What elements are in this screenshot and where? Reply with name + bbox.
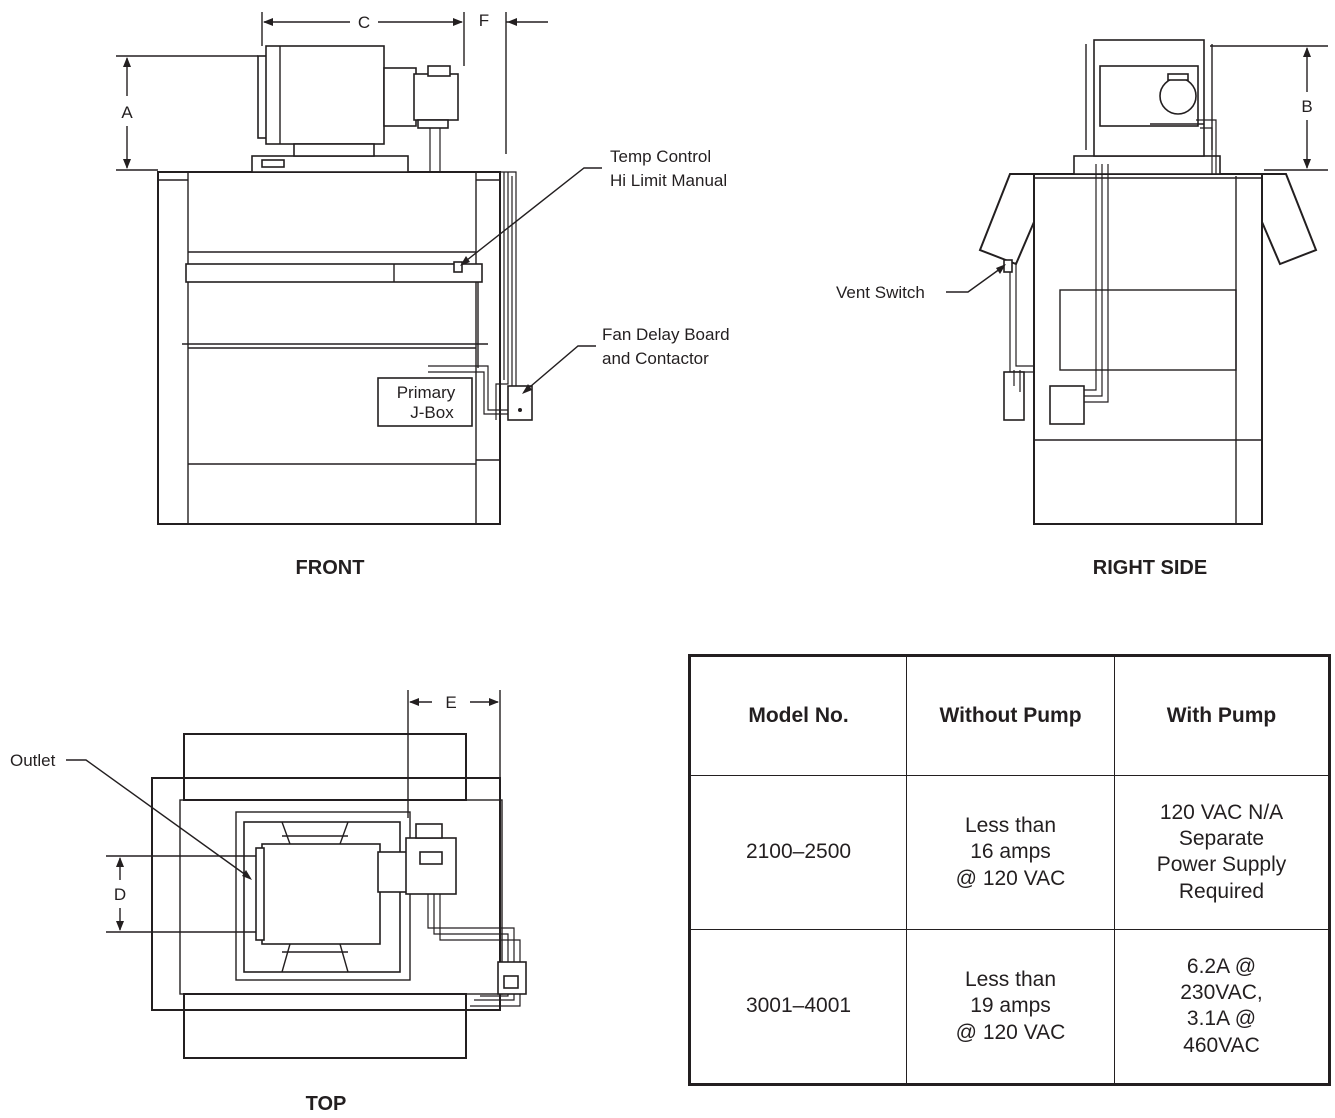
- temp-control-label-2: Hi Limit Manual: [610, 171, 727, 190]
- cell-with-pump: 6.2A @ 230VAC, 3.1A @ 460VAC: [1114, 928, 1330, 1086]
- side-dimensions: B Vent Switch: [836, 45, 1328, 302]
- fan-delay-label-2: and Contactor: [602, 349, 709, 368]
- dimension-b-label: B: [1301, 97, 1312, 116]
- dimension-f-label: F: [479, 11, 489, 30]
- dimension-a-label: A: [121, 103, 133, 122]
- front-blower: [265, 45, 385, 145]
- cell-with-pump: 120 VAC N/A Separate Power Supply Requir…: [1114, 775, 1330, 930]
- cell-model: 2100–2500: [689, 775, 907, 930]
- vent-switch-label: Vent Switch: [836, 283, 925, 302]
- dimension-c-label: C: [358, 13, 370, 32]
- top-view: [151, 733, 527, 1059]
- front-burner-rail: [185, 263, 483, 283]
- right-side-view-title: RIGHT SIDE: [1093, 557, 1207, 579]
- fan-delay-box: [507, 385, 533, 421]
- table-header-row: Model No. Without Pump With Pump: [689, 655, 1330, 776]
- jbox-label-2: J-Box: [410, 403, 454, 422]
- top-view-title: TOP: [306, 1093, 347, 1115]
- dimension-d-label: D: [114, 885, 126, 904]
- cell-model: 3001–4001: [689, 928, 907, 1086]
- side-cabinet: [1033, 173, 1263, 525]
- top-dimensions: E D Outlet: [10, 690, 501, 933]
- side-pump: [1049, 385, 1085, 425]
- header-with-pump: With Pump: [1114, 655, 1330, 776]
- top-blower: [261, 843, 381, 945]
- front-view-title: FRONT: [296, 557, 365, 579]
- primary-jbox: [377, 377, 473, 427]
- jbox-label-1: Primary: [397, 383, 456, 402]
- top-lower-rail: [183, 993, 467, 1059]
- outlet-label: Outlet: [10, 751, 56, 770]
- fan-delay-label-1: Fan Delay Board: [602, 325, 730, 344]
- front-view: Primary J-Box: [157, 45, 533, 525]
- header-without-pump: Without Pump: [906, 655, 1115, 776]
- table-row: 2100–2500 Less than 16 amps @ 120 VAC 12…: [689, 775, 1330, 930]
- header-model-no: Model No.: [689, 655, 907, 776]
- power-requirements-table: Model No. Without Pump With Pump 2100–25…: [688, 654, 1331, 1086]
- cell-without-pump: Less than 16 amps @ 120 VAC: [906, 775, 1115, 930]
- front-dimensions: A C F: [116, 11, 548, 171]
- top-upper-rail: [183, 733, 467, 801]
- dimension-e-label: E: [445, 693, 456, 712]
- cell-without-pump: Less than 19 amps @ 120 VAC: [906, 928, 1115, 1086]
- front-callouts: Temp Control Hi Limit Manual Fan Delay B…: [460, 147, 730, 394]
- right-side-view: [978, 39, 1318, 525]
- table-row: 3001–4001 Less than 19 amps @ 120 VAC 6.…: [689, 928, 1330, 1086]
- temp-control-label-1: Temp Control: [610, 147, 711, 166]
